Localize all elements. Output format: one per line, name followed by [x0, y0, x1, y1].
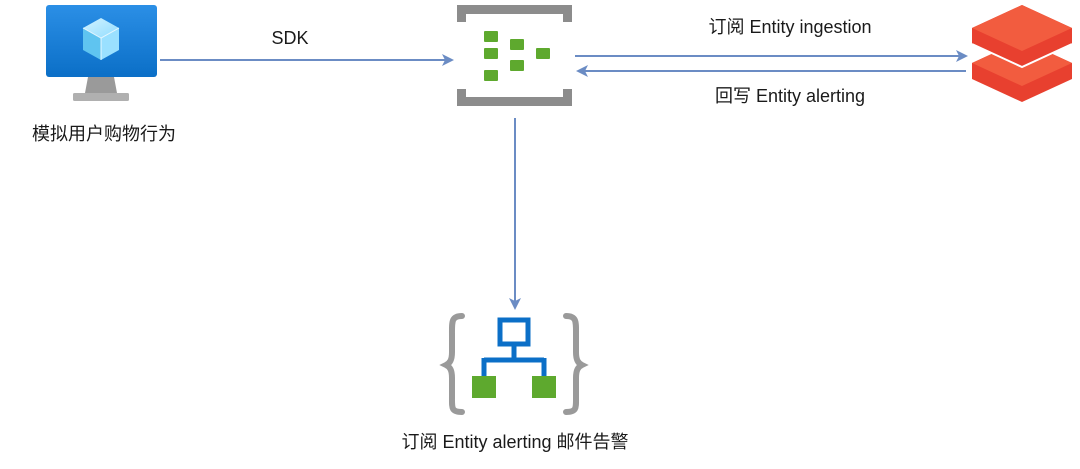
azure-vm-icon	[46, 5, 157, 101]
logic-app-label: 订阅 Entity alerting 邮件告警	[401, 432, 628, 452]
edge-writeback-alerting-label: 回写 Entity alerting	[715, 86, 865, 106]
edge-subscribe-ingestion-label: 订阅 Entity ingestion	[708, 17, 871, 37]
logic-app-icon	[439, 313, 589, 415]
edge-sdk-label: SDK	[271, 28, 308, 48]
databricks-icon	[971, 5, 1073, 102]
simulator-label: 模拟用户购物行为	[32, 124, 176, 144]
event-hubs-icon	[457, 5, 572, 106]
